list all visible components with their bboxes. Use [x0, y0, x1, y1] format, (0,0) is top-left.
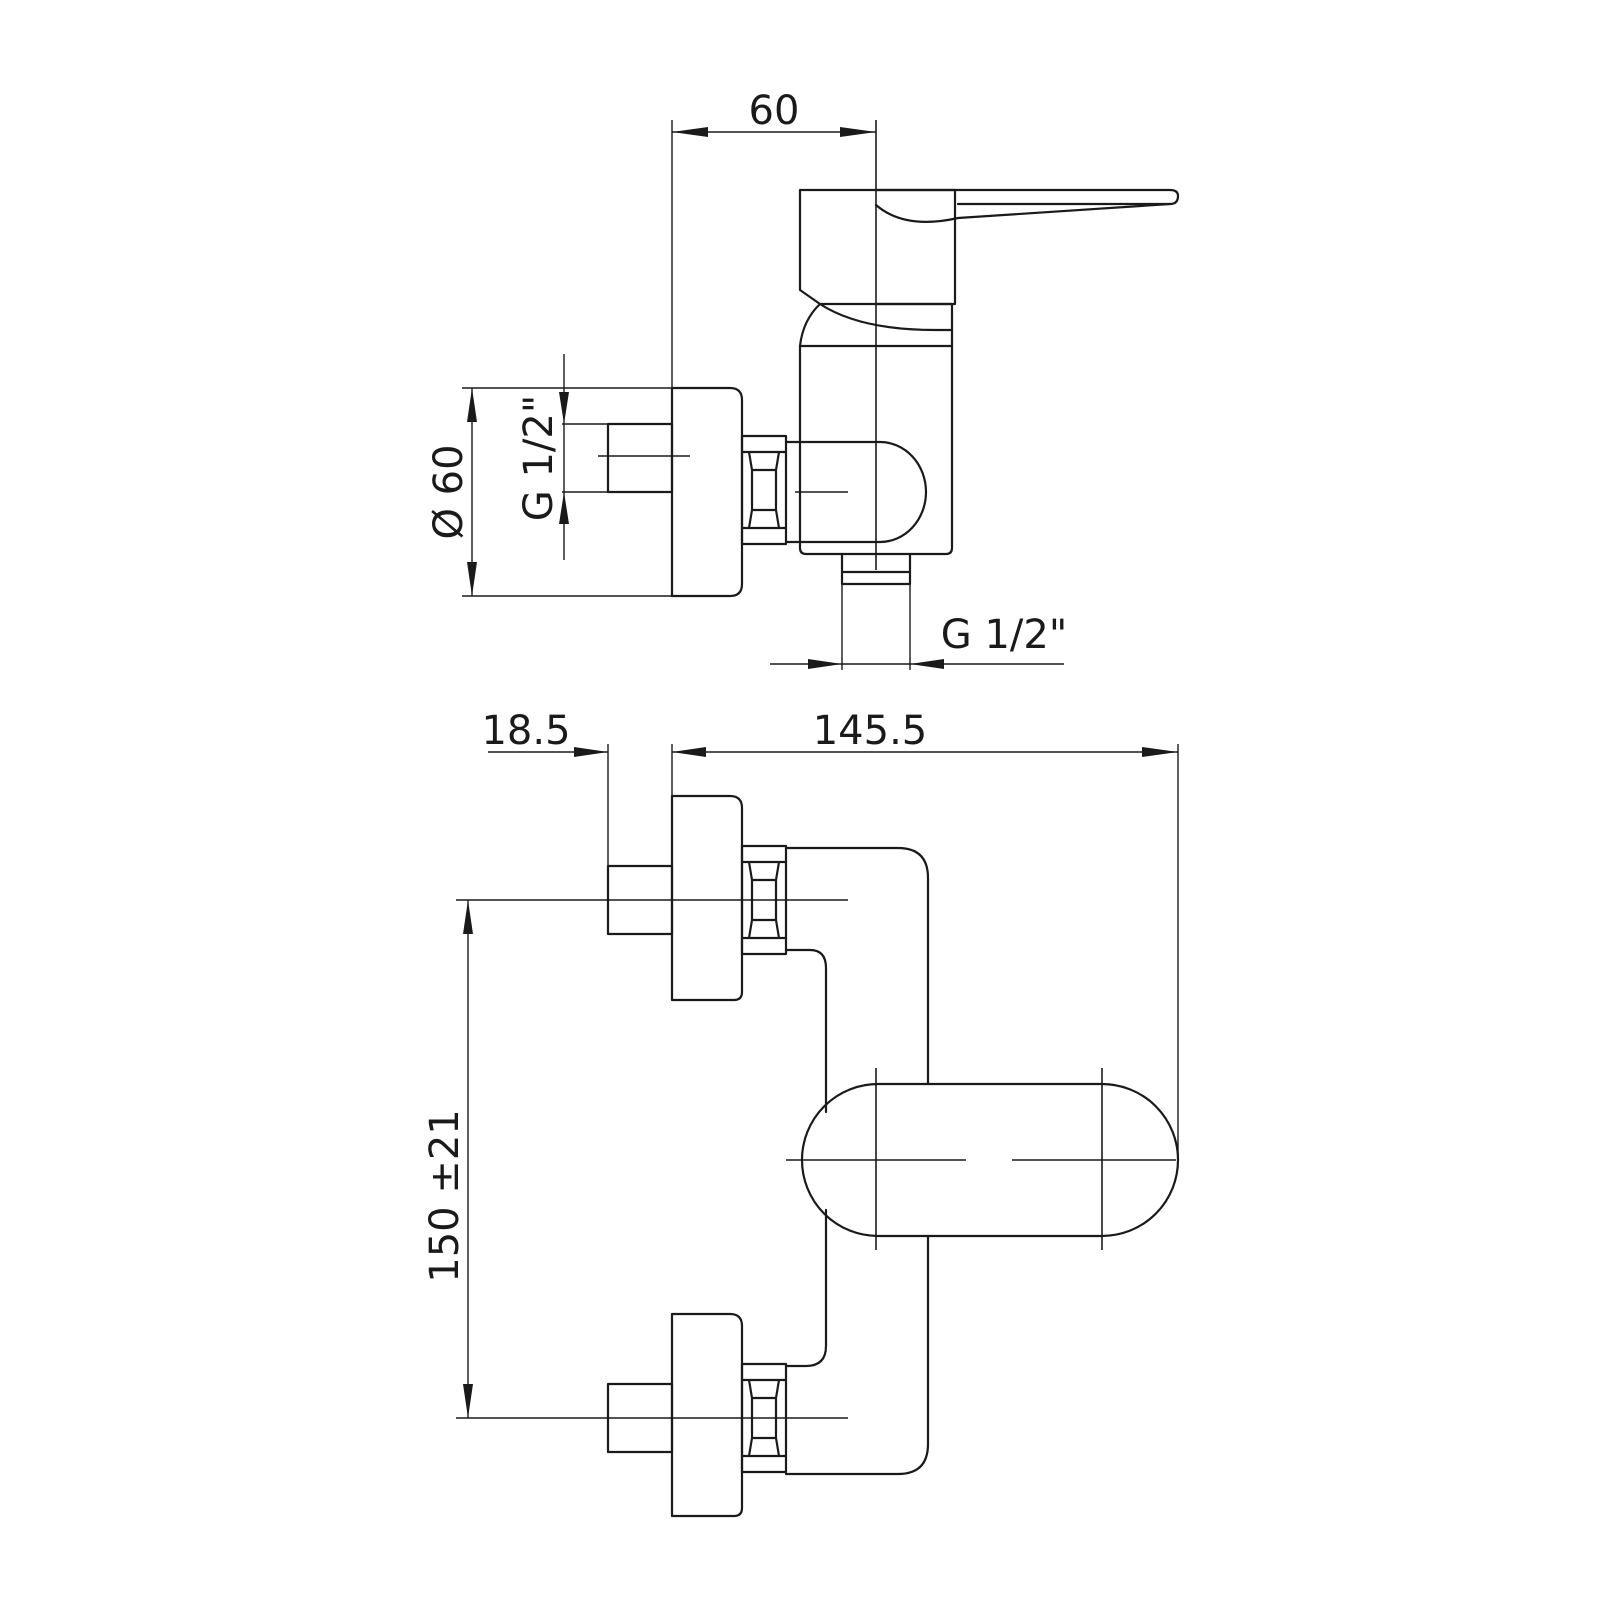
lower-flange — [670, 1312, 744, 1518]
dim-centres-label: 150 ±21 — [422, 1109, 468, 1282]
outlet-boss — [784, 440, 928, 544]
dim-depth-label: 60 — [749, 88, 800, 134]
dim-outlet-thread: G 1/2" — [770, 612, 1067, 669]
dim-depth: 60 — [671, 88, 876, 596]
hex-nut — [740, 434, 788, 546]
dim-inlet-thread: G 1/2" — [516, 354, 608, 560]
mixer-body — [798, 344, 954, 556]
dim-diameter: Ø 60 — [426, 387, 672, 597]
dim-width-label: 145.5 — [813, 708, 928, 754]
dim-diameter-label: Ø 60 — [426, 444, 472, 539]
dim-inlet-thread-label: G 1/2" — [516, 395, 562, 521]
lever-wedge — [874, 202, 1172, 223]
upper-flange — [670, 794, 744, 1002]
bottom-outlet — [840, 552, 912, 586]
wall-flange — [670, 386, 744, 598]
dim-width: 145.5 — [672, 708, 1179, 1160]
cartridge-head-lower — [818, 302, 954, 332]
lever-handle — [874, 188, 1180, 206]
dim-centres: 150 ±21 — [422, 900, 473, 1418]
side-view: 60 Ø 60 G 1/2" G 1/2" — [426, 88, 1180, 670]
dim-offset-label: 18.5 — [481, 708, 570, 754]
mixer-body-front — [784, 846, 930, 1476]
dim-outlet-thread-label: G 1/2" — [941, 612, 1067, 658]
inlet-pipe — [606, 422, 674, 494]
front-view: 18.5 145.5 150 ±21 — [422, 708, 1180, 1518]
